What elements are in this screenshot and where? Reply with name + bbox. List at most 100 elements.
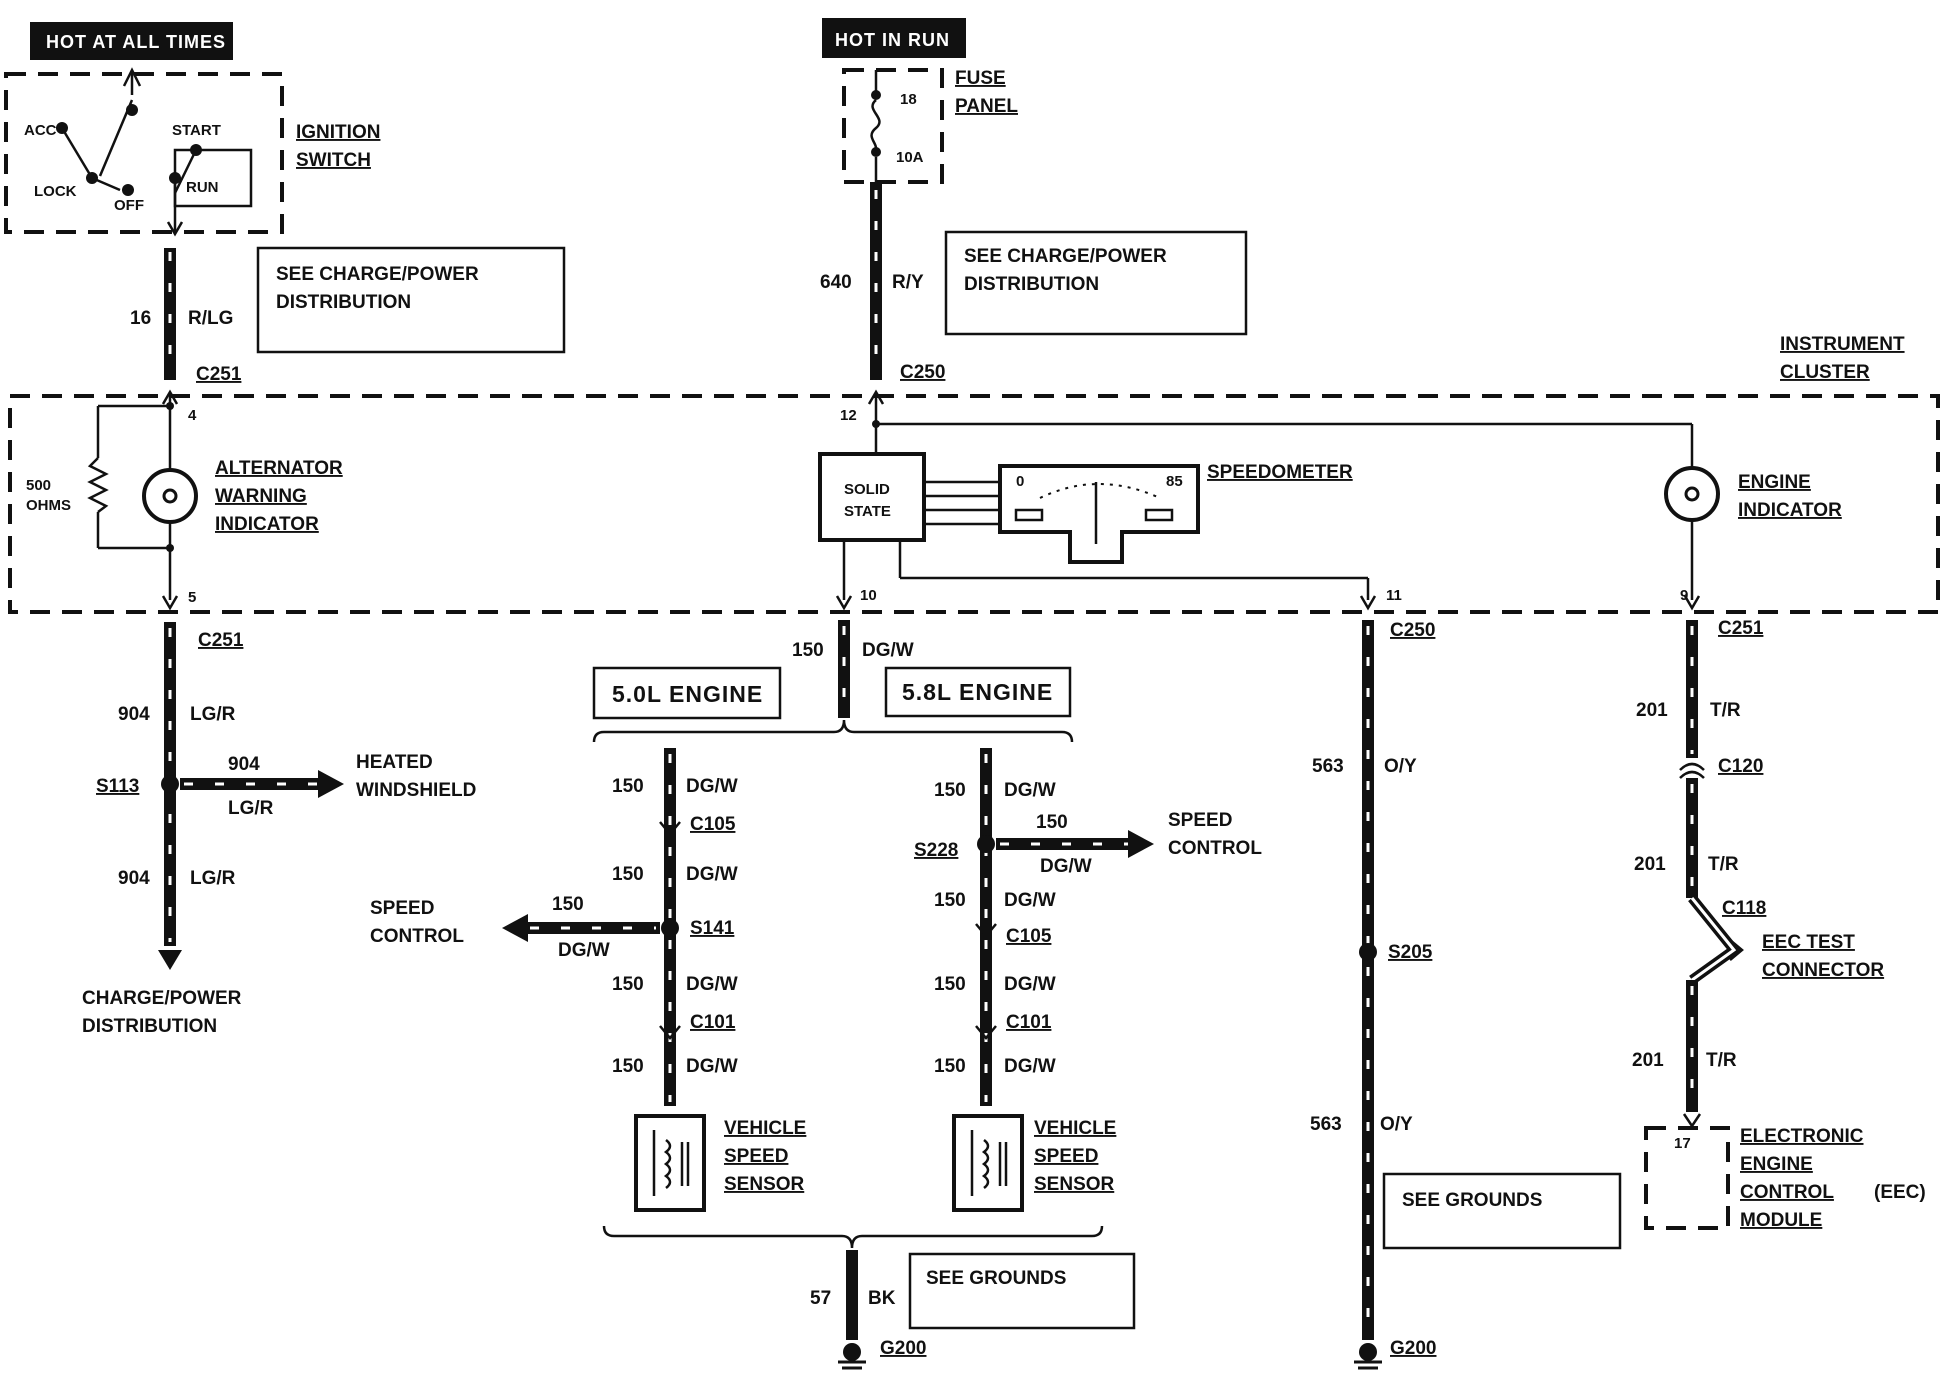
vss-label: VEHICLE bbox=[724, 1118, 806, 1139]
wire-color: R/LG bbox=[188, 308, 233, 329]
svg-text:SEE CHARGE/POWER: SEE CHARGE/POWER bbox=[276, 264, 479, 285]
vss-label-3: SENSOR bbox=[724, 1174, 805, 1195]
hot-at-all-times-tag: HOT AT ALL TIMES bbox=[30, 22, 233, 60]
eec-module bbox=[1644, 1113, 1730, 1230]
hot-in-run-tag: HOT IN RUN bbox=[822, 18, 966, 58]
see-grounds-box-left: SEE GROUNDS bbox=[908, 1252, 1136, 1330]
vss-label-2: SPEED bbox=[724, 1146, 788, 1167]
pin-4: 4 bbox=[188, 407, 197, 424]
see-charge-power-box-left: SEE CHARGE/POWER DISTRIBUTION bbox=[256, 246, 566, 354]
wire-number: 904 bbox=[228, 754, 260, 775]
svg-text:LOCK: LOCK bbox=[34, 183, 77, 200]
wire-color: R/Y bbox=[892, 272, 924, 293]
connector-c105: C105 bbox=[690, 814, 736, 835]
ignition-switch: ACC START LOCK OFF RUN bbox=[4, 67, 284, 237]
ignition-switch-label: IGNITION bbox=[296, 122, 380, 143]
wire-color: T/R bbox=[1706, 1050, 1737, 1071]
wire-number: 150 bbox=[934, 1056, 966, 1077]
wire-color: BK bbox=[868, 1288, 896, 1309]
speed-control-label: SPEED bbox=[1168, 810, 1232, 831]
fuse-panel-label: FUSE bbox=[955, 68, 1006, 89]
wire-number: 150 bbox=[1036, 812, 1068, 833]
solid-state-label: SOLID bbox=[844, 481, 890, 498]
pin-11: 11 bbox=[1386, 587, 1402, 604]
wire-number: 16 bbox=[130, 308, 151, 329]
svg-text:RUN: RUN bbox=[186, 179, 219, 196]
svg-text:5.0L ENGINE: 5.0L ENGINE bbox=[612, 681, 763, 707]
vss-label: VEHICLE bbox=[1034, 1118, 1116, 1139]
svg-text:START: START bbox=[172, 122, 221, 139]
speed-control-label-2: CONTROL bbox=[370, 926, 464, 947]
speedometer-min: 0 bbox=[1016, 473, 1024, 490]
wire-color: DG/W bbox=[686, 776, 738, 797]
wire-number: 150 bbox=[612, 1056, 644, 1077]
instrument-cluster-outline bbox=[8, 394, 1940, 614]
wire-number: 150 bbox=[612, 864, 644, 885]
wire-color: LG/R bbox=[190, 868, 236, 889]
wire-color: LG/R bbox=[190, 704, 236, 725]
resistor-value: 500 bbox=[26, 477, 51, 494]
fuse-number: 18 bbox=[900, 91, 917, 108]
eec-test-connector-label-2: CONNECTOR bbox=[1762, 960, 1884, 981]
wire-201 bbox=[1679, 620, 1744, 1112]
svg-text:SEE GROUNDS: SEE GROUNDS bbox=[926, 1268, 1066, 1289]
wire-color: DG/W bbox=[686, 974, 738, 995]
instrument-cluster-label-2: CLUSTER bbox=[1780, 362, 1870, 383]
engine-5-0-box: 5.0L ENGINE bbox=[592, 666, 782, 720]
connector-c251: C251 bbox=[1718, 618, 1764, 639]
wire-number: 150 bbox=[792, 640, 824, 661]
eec-module-label-2: ENGINE bbox=[1740, 1154, 1813, 1175]
alternator-label-2: WARNING bbox=[215, 486, 307, 507]
wire-number: 150 bbox=[934, 974, 966, 995]
wire-number: 150 bbox=[934, 890, 966, 911]
wire-color: DG/W bbox=[1004, 1056, 1056, 1077]
wire-904 bbox=[158, 622, 344, 970]
wire-color: LG/R bbox=[228, 798, 274, 819]
wire-150-trunk bbox=[592, 620, 1074, 743]
wire-number: 150 bbox=[612, 974, 644, 995]
eec-module-label-4: MODULE bbox=[1740, 1210, 1822, 1231]
splice-s205: S205 bbox=[1388, 942, 1433, 963]
wire-color: DG/W bbox=[686, 1056, 738, 1077]
wire-number: 904 bbox=[118, 704, 150, 725]
vss-label-3: SENSOR bbox=[1034, 1174, 1115, 1195]
connector-c101: C101 bbox=[1006, 1012, 1052, 1033]
pin-5: 5 bbox=[188, 589, 196, 606]
fuse-rating: 10A bbox=[896, 149, 924, 166]
alternator-label: ALTERNATOR bbox=[215, 458, 343, 479]
connector-c118: C118 bbox=[1722, 898, 1766, 919]
eec-module-label: ELECTRONIC bbox=[1740, 1126, 1864, 1147]
wire-563 bbox=[1354, 620, 1382, 1370]
svg-text:DISTRIBUTION: DISTRIBUTION bbox=[964, 274, 1099, 295]
wire-number: 57 bbox=[810, 1288, 831, 1309]
heated-windshield-label: HEATED bbox=[356, 752, 433, 773]
alternator-label-3: INDICATOR bbox=[215, 514, 319, 535]
heated-windshield-label-2: WINDSHIELD bbox=[356, 780, 476, 801]
ground-wire-57 bbox=[602, 1225, 1104, 1370]
wire-number: 201 bbox=[1632, 1050, 1664, 1071]
svg-text:OFF: OFF bbox=[114, 197, 144, 214]
svg-text:ACC: ACC bbox=[24, 122, 57, 139]
wire-number: 201 bbox=[1634, 854, 1666, 875]
engine-5-8-box: 5.8L ENGINE bbox=[884, 666, 1072, 718]
wire-color: O/Y bbox=[1380, 1114, 1413, 1135]
speed-control-label: SPEED bbox=[370, 898, 434, 919]
solid-state-circuit bbox=[818, 389, 1694, 611]
wire-color: DG/W bbox=[558, 940, 610, 961]
wire-color: DG/W bbox=[1004, 780, 1056, 801]
wire-color: DG/W bbox=[1040, 856, 1092, 877]
wire-number: 150 bbox=[934, 780, 966, 801]
see-grounds-box-right: SEE GROUNDS bbox=[1382, 1172, 1622, 1250]
vehicle-speed-sensor-5-8 bbox=[952, 1114, 1024, 1212]
vehicle-speed-sensor-5-0 bbox=[634, 1114, 706, 1212]
connector-c105: C105 bbox=[1006, 926, 1052, 947]
splice-s141: S141 bbox=[690, 918, 735, 939]
wire-color: O/Y bbox=[1384, 756, 1417, 777]
solid-state-label-2: STATE bbox=[844, 503, 891, 520]
fuse-panel-label-2: PANEL bbox=[955, 96, 1018, 117]
wire-color: DG/W bbox=[686, 864, 738, 885]
wire-number: 150 bbox=[612, 776, 644, 797]
fuse-panel bbox=[842, 68, 944, 184]
see-charge-power-box-center: SEE CHARGE/POWER DISTRIBUTION bbox=[944, 230, 1248, 336]
